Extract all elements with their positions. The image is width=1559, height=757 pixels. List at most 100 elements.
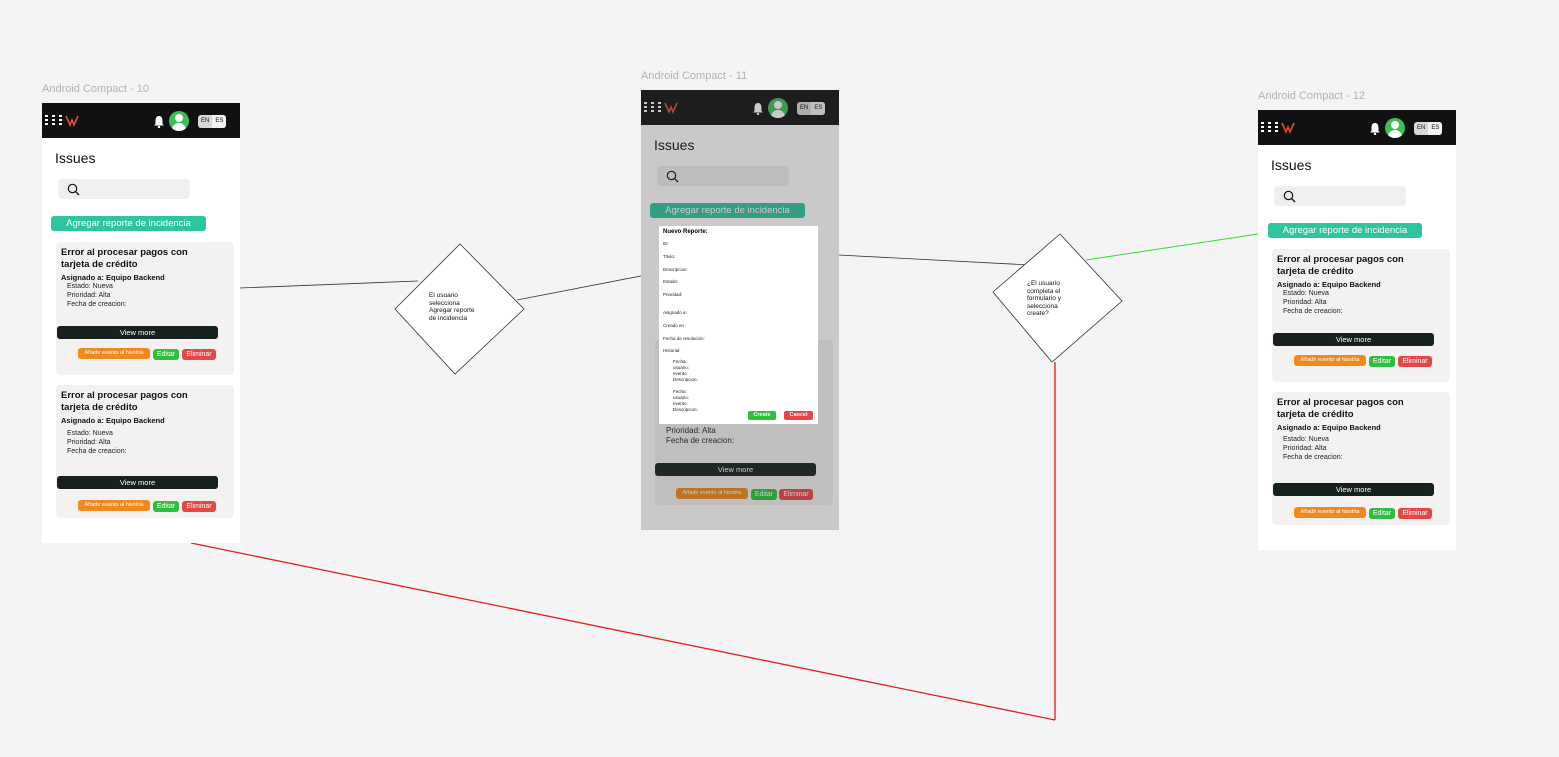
issue-priority: Prioridad: Alta	[1283, 445, 1327, 452]
issue-created-date: Fecha de creacion:	[666, 436, 735, 445]
issue-created-date: Fecha de creacion:	[1283, 308, 1343, 315]
issue-priority: Prioridad: Alta	[1283, 299, 1327, 306]
issue-created-date: Fecha de creacion:	[1283, 454, 1343, 461]
page-title: Issues	[55, 150, 96, 166]
search-icon	[1283, 190, 1296, 203]
view-more-button[interactable]: View more	[655, 463, 816, 476]
issue-status: Estado: Nueva	[67, 283, 113, 290]
add-incident-report-button[interactable]: Agregar reporte de incidencia	[51, 216, 206, 231]
history-entry: Fecha:usuario:evento:Descripcion:	[673, 389, 698, 412]
lang-es[interactable]: ES	[212, 115, 227, 128]
issue-priority: Prioridad: Alta	[67, 439, 111, 446]
connector-decision1-to-frame11	[516, 275, 642, 301]
modal-title: Nuevo Reporte:	[663, 229, 708, 235]
logo-icon	[664, 102, 678, 114]
field-assignee[interactable]: Asignado a:	[663, 310, 687, 315]
field-resolution-date[interactable]: Fecha de resolución:	[663, 336, 705, 341]
lang-es[interactable]: ES	[1428, 122, 1443, 135]
lang-en[interactable]: EN	[1417, 125, 1426, 131]
bell-icon[interactable]	[752, 102, 764, 115]
issue-status: Estado: Nueva	[1283, 290, 1329, 297]
issue-assignee: Asignado a: Equipo Backend	[1277, 280, 1381, 289]
lang-es[interactable]: ES	[811, 102, 826, 115]
edit-button[interactable]: Editar	[153, 501, 179, 512]
issue-created-date: Fecha de creacion:	[67, 301, 127, 308]
search-icon	[67, 183, 80, 196]
delete-button[interactable]: Eliminar	[182, 349, 216, 360]
search-icon	[666, 170, 679, 183]
add-history-event-button[interactable]: Añadir evento al hisotria	[78, 348, 150, 359]
language-toggle: EN ES	[198, 115, 227, 128]
field-title[interactable]: Titulo:	[663, 254, 676, 259]
field-status[interactable]: Estado:	[663, 279, 679, 284]
delete-button[interactable]: Eliminar	[182, 501, 216, 512]
frame-label: Android Compact - 11	[641, 70, 748, 82]
add-history-event-button[interactable]: Añadir evento al hisotria	[676, 488, 748, 499]
issue-card: Error al procesar pagos con tarjeta de c…	[56, 242, 234, 375]
cancel-button[interactable]: Cancel	[784, 411, 813, 420]
issue-status: Estado: Nueva	[67, 430, 113, 437]
avatar[interactable]	[768, 98, 788, 118]
history-entry: Fecha:usuario:evento:Descripcion:	[673, 359, 698, 382]
add-incident-report-button[interactable]: Agregar reporte de incidencia	[650, 203, 805, 218]
new-report-modal: Nuevo Reporte: ID: Titulo: Descripcion: …	[659, 226, 818, 424]
issue-card: Error al procesar pagos con tarjeta de c…	[56, 385, 234, 518]
edit-button[interactable]: Editar	[1369, 508, 1395, 519]
frame-android-compact-10: EN ES Issues Agregar reporte de incidenc…	[42, 103, 240, 543]
apps-grid-icon[interactable]	[644, 102, 661, 114]
issue-title: Error al procesar pagos con tarjeta de c…	[1277, 254, 1404, 277]
field-description[interactable]: Descripcion:	[663, 267, 688, 272]
search-input[interactable]	[657, 166, 789, 186]
lang-en[interactable]: EN	[201, 118, 210, 124]
field-id[interactable]: ID:	[663, 241, 669, 246]
bell-icon[interactable]	[153, 115, 165, 128]
page-title: Issues	[1271, 157, 1312, 173]
view-more-button[interactable]: View more	[57, 326, 218, 339]
bell-icon[interactable]	[1369, 122, 1381, 135]
add-history-event-button[interactable]: Añadir evento al hisotria	[1294, 355, 1366, 366]
avatar[interactable]	[1385, 118, 1405, 138]
edit-button[interactable]: Editar	[751, 489, 777, 500]
search-input[interactable]	[1274, 186, 1406, 206]
view-more-button[interactable]: View more	[1273, 483, 1434, 496]
add-history-event-button[interactable]: Añadir evento al hisotria	[78, 500, 150, 511]
lang-en[interactable]: EN	[800, 105, 809, 111]
add-history-event-button[interactable]: Añadir evento al hisotria	[1294, 507, 1366, 518]
field-history: Historial:	[663, 348, 681, 353]
delete-button[interactable]: Eliminar	[1398, 508, 1432, 519]
field-priority[interactable]: Prioridad:	[663, 292, 683, 297]
frame-android-compact-11: EN ES Issues Agregar reporte de incidenc…	[641, 90, 839, 530]
language-toggle: EN ES	[797, 102, 826, 115]
apps-grid-icon[interactable]	[45, 115, 62, 127]
issue-card: Error al procesar pagos con tarjeta de c…	[1272, 249, 1450, 382]
search-input[interactable]	[58, 179, 190, 199]
issue-title: Error al procesar pagos con tarjeta de c…	[61, 247, 188, 270]
apps-grid-icon[interactable]	[1261, 122, 1278, 134]
issue-priority: Prioridad: Alta	[67, 292, 111, 299]
language-toggle: EN ES	[1414, 122, 1443, 135]
connector-no-back-to-frame10	[190, 542, 1056, 721]
create-button[interactable]: Create	[748, 411, 776, 420]
connector-yes-to-frame12	[1085, 233, 1259, 261]
field-created-at[interactable]: Creado en :	[663, 323, 687, 328]
issue-card: Error al procesar pagos con tarjeta de c…	[1272, 392, 1450, 525]
app-bar: EN ES	[1258, 110, 1456, 145]
edit-button[interactable]: Editar	[1369, 356, 1395, 367]
issue-assignee: Asignado a: Equipo Backend	[1277, 423, 1381, 432]
edit-button[interactable]: Editar	[153, 349, 179, 360]
view-more-button[interactable]: View more	[57, 476, 218, 489]
frame-label: Android Compact - 12	[1258, 90, 1365, 102]
avatar[interactable]	[169, 111, 189, 131]
delete-button[interactable]: Eliminar	[779, 489, 813, 500]
logo-icon	[1281, 122, 1295, 134]
app-bar: EN ES	[42, 103, 240, 138]
connector-frame10-to-decision1	[239, 280, 419, 289]
delete-button[interactable]: Eliminar	[1398, 356, 1432, 367]
page-title: Issues	[654, 137, 695, 153]
issue-priority: Prioridad: Alta	[666, 426, 716, 435]
add-incident-report-button[interactable]: Agregar reporte de incidencia	[1268, 223, 1422, 238]
frame-label: Android Compact - 10	[42, 83, 149, 95]
view-more-button[interactable]: View more	[1273, 333, 1434, 346]
